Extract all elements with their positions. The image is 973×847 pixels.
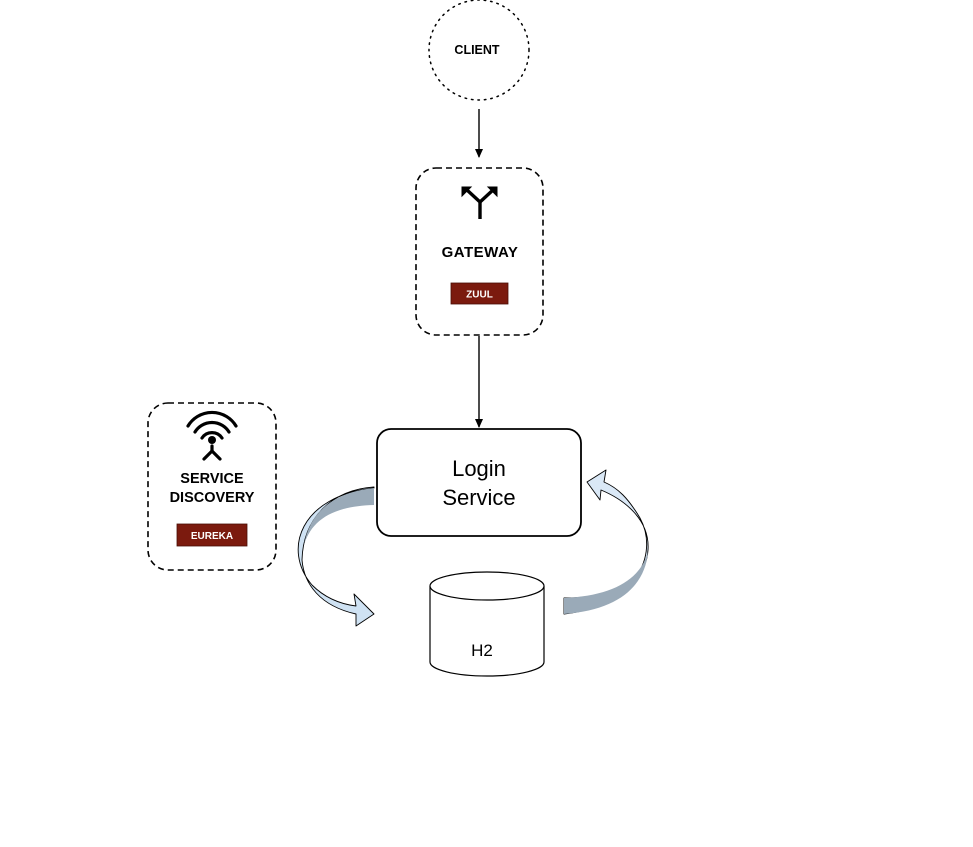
database-label: H2 xyxy=(471,641,493,660)
curved-arrow-right-shadow xyxy=(564,552,648,614)
service-discovery-badge-label: EUREKA xyxy=(191,531,233,542)
client-label: CLIENT xyxy=(454,43,500,57)
service-discovery-label-line2: DISCOVERY xyxy=(170,490,255,506)
curved-arrow-login-to-db xyxy=(297,486,375,627)
client-circle xyxy=(428,0,530,101)
service-discovery-node[interactable]: SERVICE DISCOVERY EUREKA xyxy=(147,402,277,571)
curved-arrow-left-shadow xyxy=(304,488,374,545)
gateway-label: GATEWAY xyxy=(442,244,519,261)
login-service-box xyxy=(376,428,582,537)
curved-arrow-db-to-login xyxy=(563,469,649,615)
login-service-label-line1: Login xyxy=(452,456,506,481)
database-top xyxy=(429,571,545,601)
client-node[interactable]: CLIENT xyxy=(428,0,530,101)
gateway-badge-label: ZUUL xyxy=(466,290,493,301)
route-split-icon xyxy=(461,186,498,219)
gateway-badge xyxy=(450,282,509,305)
service-discovery-badge xyxy=(176,523,248,547)
login-service-node[interactable]: Login Service xyxy=(376,428,582,537)
gateway-box xyxy=(415,167,544,336)
database-node[interactable]: H2 xyxy=(429,571,545,677)
antenna-icon-dot xyxy=(208,436,216,444)
database-body xyxy=(429,586,545,677)
service-discovery-label-line1: SERVICE xyxy=(180,471,244,487)
antenna-icon xyxy=(186,410,238,461)
gateway-node[interactable]: GATEWAY ZUUL xyxy=(415,167,544,336)
login-service-label-line2: Service xyxy=(442,485,515,510)
